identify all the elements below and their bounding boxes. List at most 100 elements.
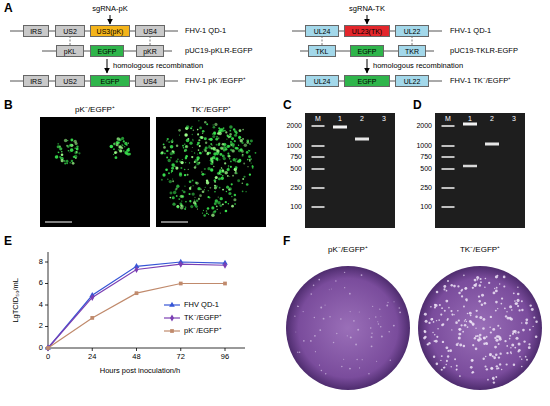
gene-name: US2 <box>63 78 77 85</box>
fluorescent-focus <box>57 143 59 145</box>
data-point <box>90 316 94 320</box>
fluorescent-focus <box>185 207 186 208</box>
fluorescent-focus <box>168 159 171 162</box>
fluorescent-focus <box>177 206 179 208</box>
plaque <box>349 368 351 370</box>
lane-label: 3 <box>512 115 516 123</box>
plaque <box>297 352 298 353</box>
fluorescent-focus <box>201 137 203 139</box>
gene-box: EGFP <box>90 45 124 57</box>
plaque <box>379 309 380 310</box>
plaque <box>509 335 511 337</box>
gel-image <box>435 113 525 228</box>
plaque <box>444 310 446 312</box>
gene-name: US4 <box>143 28 157 35</box>
plaque <box>340 318 342 320</box>
plaque <box>433 321 435 323</box>
tick-mark <box>92 348 93 351</box>
image-title: TK⁻/EGFP⁺ <box>191 105 231 114</box>
tick-label: 24 <box>88 353 96 362</box>
plaque <box>518 349 521 352</box>
gene-box: EGFP <box>90 75 130 87</box>
fluorescent-focus <box>163 144 165 146</box>
plaque <box>483 358 485 360</box>
plaque <box>517 331 519 333</box>
fluorescent-focus <box>238 145 239 146</box>
fluorescent-focus <box>57 155 58 156</box>
plaque <box>434 334 436 336</box>
fluorescent-focus <box>225 148 227 150</box>
fluorescent-focus <box>207 153 209 155</box>
plaque <box>461 295 463 297</box>
fluorescent-focus <box>172 178 173 179</box>
plaque <box>463 306 465 308</box>
fluorescent-focus <box>55 155 59 159</box>
plaque <box>303 340 305 342</box>
plaque <box>490 367 493 370</box>
fluorescent-focus <box>70 148 74 152</box>
fluorescent-focus <box>225 201 227 203</box>
plaque <box>484 287 485 288</box>
plaque <box>371 336 373 338</box>
plaque <box>350 337 352 339</box>
plaque <box>440 360 441 361</box>
fluorescent-focus <box>211 213 214 216</box>
fluorescent-focus <box>128 142 129 143</box>
plaque <box>494 288 495 289</box>
growth-curve <box>48 264 225 348</box>
plaque <box>446 364 447 365</box>
fluorescent-focus <box>76 148 79 151</box>
plaque <box>517 293 520 296</box>
plaque <box>432 332 433 333</box>
fluorescent-focus <box>246 183 249 186</box>
plaque <box>321 370 322 371</box>
size-marker: 100 <box>420 203 432 211</box>
fluorescent-focus <box>174 166 175 167</box>
fluorescent-focus <box>199 127 202 130</box>
fluorescent-focus <box>171 167 174 170</box>
gene-name: EGFP <box>357 78 376 85</box>
construct-label: FHV-1 TK⁻/EGFP⁺ <box>450 77 511 86</box>
scale-bar <box>45 222 72 223</box>
fluorescent-focus <box>185 201 187 203</box>
plaque <box>478 300 480 302</box>
fluorescent-focus <box>184 143 185 144</box>
size-marker: 250 <box>420 184 432 192</box>
fluorescent-focus <box>181 195 185 199</box>
legend-symbol <box>170 315 174 322</box>
fluorescent-focus <box>218 143 221 146</box>
plaque <box>515 332 517 334</box>
fluorescent-focus <box>228 203 230 205</box>
plaque <box>493 379 495 381</box>
gene-box: US2 <box>55 75 85 87</box>
plaque <box>448 307 450 309</box>
gene-box: US4 <box>135 25 165 37</box>
plaque <box>523 340 525 342</box>
fluorescent-focus <box>163 146 166 149</box>
fluorescent-focus <box>124 146 125 147</box>
plaque <box>496 287 498 289</box>
plaque <box>493 356 496 359</box>
fluorescent-focus <box>175 166 178 169</box>
plaque <box>381 336 383 338</box>
fluorescent-focus <box>205 142 207 144</box>
fluorescent-focus <box>198 198 200 200</box>
plaque <box>375 316 376 317</box>
fluorescent-focus <box>216 205 218 207</box>
plaque <box>495 376 497 378</box>
plaque <box>361 274 363 276</box>
fluorescent-focus <box>197 144 199 146</box>
fluorescent-focus <box>214 187 217 190</box>
gel-image <box>305 113 395 228</box>
gel-band <box>463 123 477 126</box>
plaque <box>483 318 486 321</box>
fluorescent-focus <box>216 136 218 138</box>
plaque <box>522 329 525 332</box>
fluorescent-focus <box>210 157 213 160</box>
plaque <box>512 330 515 333</box>
fluorescent-focus <box>118 149 120 151</box>
plaque <box>359 311 360 312</box>
fluorescent-focus <box>220 174 222 176</box>
plaque <box>511 309 513 311</box>
fluorescent-focus <box>171 163 175 167</box>
